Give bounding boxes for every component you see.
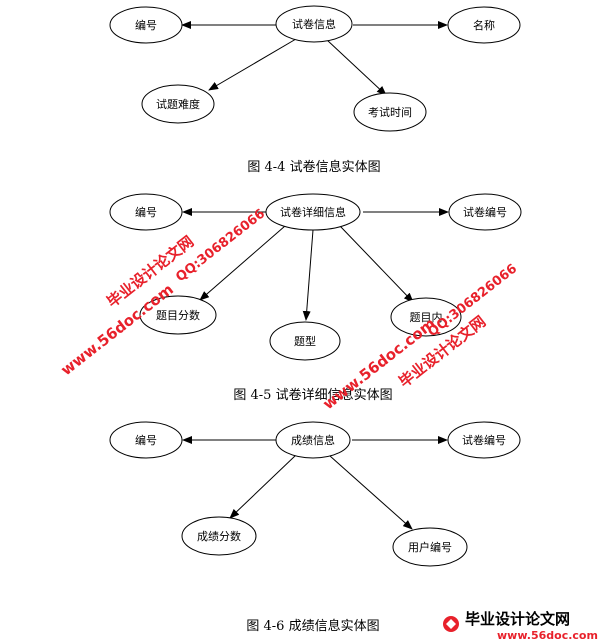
figure-caption: 图 4-5 试卷详细信息实体图 — [233, 387, 392, 403]
attribute-label: 名称 — [473, 18, 495, 32]
entity-label: 成绩信息 — [291, 433, 335, 447]
attribute-ellipse — [139, 295, 217, 335]
attribute-ellipse — [141, 84, 215, 124]
attribute-label: 编号 — [135, 18, 157, 32]
attribute-label: 成绩分数 — [197, 530, 241, 543]
site-logo: 毕业设计论文网 www.56doc.com — [443, 610, 598, 642]
attribute-ellipse — [109, 421, 183, 459]
logo-title: 毕业设计论文网 — [465, 610, 570, 628]
attribute-label: 试题难度 — [156, 97, 200, 111]
attribute-ellipse — [109, 193, 183, 231]
attribute-label: 编号 — [135, 433, 157, 447]
attribute-label: 考试时间 — [368, 106, 412, 119]
entity-label: 试卷信息 — [292, 17, 336, 31]
attribute-label: 题目内 — [410, 310, 443, 324]
attribute-ellipse — [390, 297, 462, 337]
logo-url: www.56doc.com — [497, 629, 598, 642]
attribute-label: 试卷编号 — [463, 205, 507, 219]
attribute-ellipse — [392, 527, 468, 567]
attribute-label: 题目分数 — [156, 309, 200, 322]
watermark: QQ:306826066 毕业设计论文网 www.56doc.com QQ:30… — [57, 206, 520, 413]
figure-caption: 图 4-6 成绩信息实体图 — [246, 618, 379, 634]
figure-4-6: 成绩信息 编号 试卷编号 成绩分数 用户编号 图 4-6 成绩信息实体图 — [109, 421, 521, 634]
attribute-ellipse — [109, 6, 183, 44]
entity-ellipse — [275, 421, 351, 459]
attribute-ellipse — [447, 6, 521, 44]
entity-label: 试卷详细信息 — [280, 205, 346, 219]
figure-caption: 图 4-4 试卷信息实体图 — [247, 159, 380, 175]
attribute-ellipse — [269, 321, 341, 361]
attribute-label: 用户编号 — [408, 540, 452, 554]
attribute-ellipse — [448, 193, 522, 231]
attribute-ellipse — [353, 92, 427, 132]
figure-4-4: 试卷信息 编号 名称 试题难度 考试时间 图 4-4 试卷信息实体图 — [109, 5, 521, 175]
attribute-label: 题型 — [294, 334, 316, 348]
attribute-ellipse — [447, 421, 521, 459]
entity-ellipse — [275, 5, 353, 43]
attribute-label: 编号 — [135, 205, 157, 219]
attribute-label: 试卷编号 — [462, 433, 506, 447]
entity-ellipse — [265, 193, 361, 231]
attribute-ellipse — [181, 516, 257, 556]
figure-4-5: 试卷详细信息 编号 试卷编号 题目分数 题型 题目内 图 4-5 试卷详细信息实… — [109, 193, 522, 403]
